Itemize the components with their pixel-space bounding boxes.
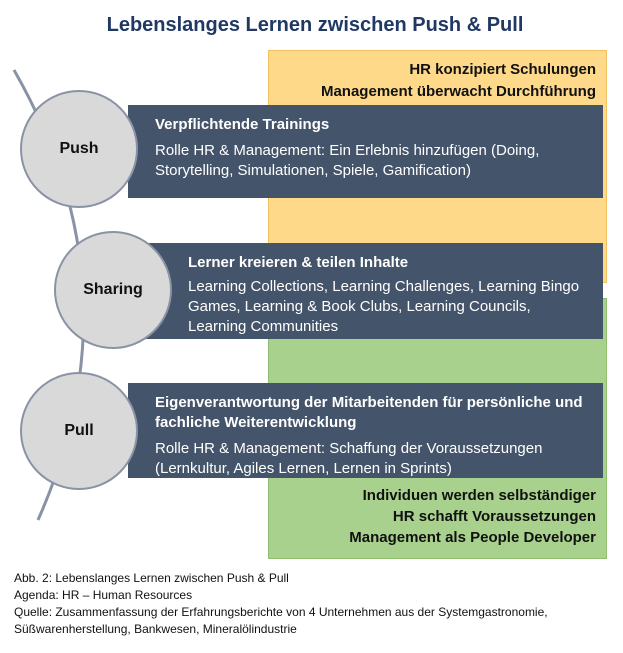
push-context-text: HR konzipiert Schulungen Management über… (321, 59, 596, 103)
push-body: Rolle HR & Management: Ein Erlebnis hinz… (155, 142, 540, 179)
push-band: Verpflichtende Trainings Rolle HR & Mana… (128, 105, 603, 198)
pull-circle: Pull (20, 372, 138, 490)
caption-line: Abb. 2: Lebenslanges Lernen zwischen Pus… (14, 571, 289, 585)
push-circle: Push (20, 90, 138, 208)
pull-band: Eigenverantwortung der Mitarbeitenden fü… (128, 383, 603, 478)
pull-label: Pull (64, 422, 94, 439)
pull-context-line: Management als People Developer (349, 529, 596, 546)
push-context-line: Management überwacht Durchführung (320, 83, 596, 100)
figure-caption: Abb. 2: Lebenslanges Lernen zwischen Pus… (14, 570, 548, 638)
sharing-body: Learning Collections, Learning Challenge… (188, 278, 580, 335)
pull-body: Rolle HR & Management: Schaffung der Vor… (155, 440, 543, 477)
diagram-title: Lebenslanges Lernen zwischen Push & Pull (106, 14, 524, 36)
pull-heading: Eigenverantwortung der Mitarbeitenden fü… (155, 394, 583, 431)
pull-context-line: HR schafft Voraussetzungen (392, 508, 596, 525)
sharing-band: Lerner kreieren & teilen Inhalte Learnin… (128, 243, 603, 339)
pull-context-line: Individuen werden selbständiger (362, 487, 596, 504)
caption-line: Süßwarenherstellung, Bankwesen, Mineralö… (14, 622, 297, 636)
sharing-label: Sharing (83, 281, 143, 298)
caption-line: Quelle: Zusammenfassung der Erfahrungsbe… (14, 605, 548, 619)
push-label: Push (59, 140, 99, 157)
sharing-circle: Sharing (54, 231, 172, 349)
sharing-heading: Lerner kreieren & teilen Inhalte (188, 254, 409, 271)
caption-line: Agenda: HR – Human Resources (14, 588, 193, 602)
pull-context-text: Individuen werden selbständiger HR schaf… (349, 485, 596, 548)
push-heading: Verpflichtende Trainings (155, 116, 330, 133)
push-context-line: HR konzipiert Schulungen (409, 61, 596, 78)
